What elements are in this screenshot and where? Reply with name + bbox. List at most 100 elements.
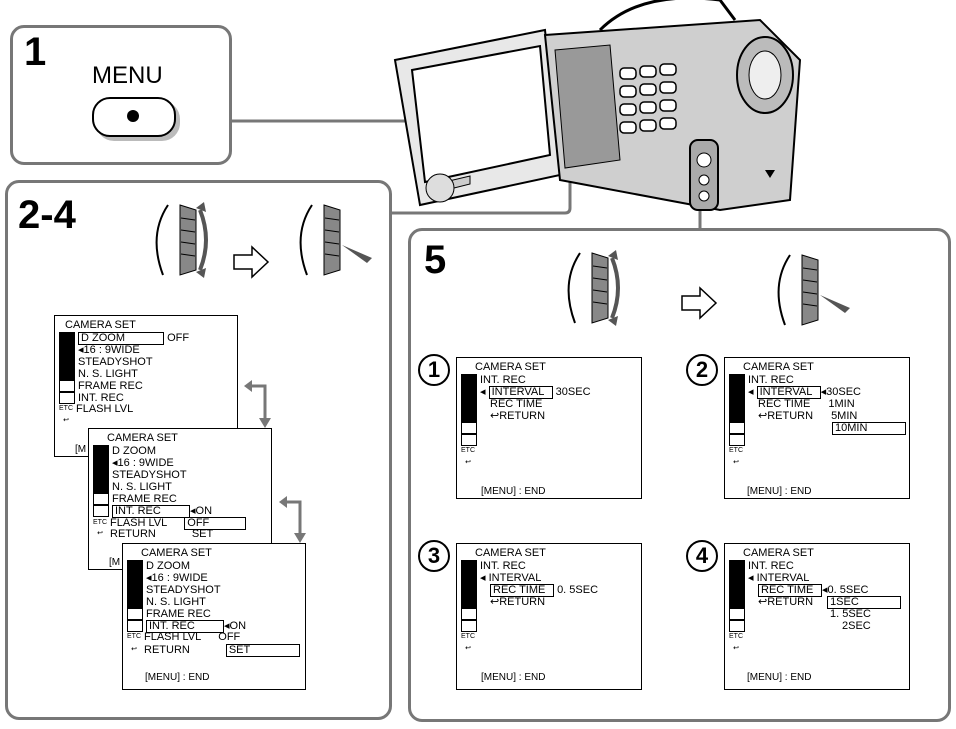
return-icon: ↩	[465, 459, 471, 467]
screen-title: CAMERA SET	[141, 547, 212, 559]
end-label: [M	[75, 444, 87, 455]
setup-icon	[729, 620, 745, 632]
lcd-icon	[93, 481, 109, 493]
return-icon: ↩	[465, 645, 471, 653]
menu-screen-sub3: CAMERA SET INT. REC ◂ INTERVAL REC TIME …	[456, 543, 642, 690]
next-arrow-icon	[681, 286, 718, 320]
option: ON	[195, 505, 213, 517]
setup-icon	[461, 434, 477, 446]
step1-panel	[10, 25, 232, 165]
tape-icon	[127, 608, 143, 620]
vcr-icon	[729, 584, 745, 597]
menu-head: INT. REC	[748, 559, 794, 572]
setup-icon	[93, 505, 109, 518]
menu-item: 16 : 9WIDE	[83, 343, 140, 356]
menu-value: OFF	[167, 332, 190, 344]
lcd-icon	[729, 410, 745, 422]
mem-icon	[93, 445, 109, 457]
mem-icon	[461, 560, 477, 572]
menu-item: N. S. LIGHT	[146, 595, 206, 608]
menu-item: FRAME REC	[146, 607, 211, 620]
menu-item: FLASH LVL	[144, 631, 202, 643]
menu-item: INTERVAL	[756, 386, 821, 399]
menu-button[interactable]	[92, 97, 176, 137]
camera-set-icon	[461, 572, 477, 584]
menu-item: 16 : 9WIDE	[117, 456, 174, 469]
menu-item: N. S. LIGHT	[78, 367, 138, 380]
substep-4-number: 4	[686, 540, 718, 572]
lcd-icon	[461, 596, 477, 608]
menu-item: RETURN	[499, 595, 546, 608]
arrow-icon: ◂	[480, 571, 486, 584]
screen-title: CAMERA SET	[743, 361, 814, 373]
camera-set-icon	[127, 572, 143, 584]
substep-1-number: 1	[418, 354, 450, 386]
screen-title: CAMERA SET	[743, 547, 814, 559]
camera-set-icon	[729, 386, 745, 399]
menu-item: RETURN	[110, 528, 156, 540]
option: SET	[225, 644, 300, 657]
return-icon: ↩	[131, 646, 137, 654]
menu-item: 16 : 9WIDE	[151, 571, 208, 584]
option: 0. 5SEC	[827, 584, 869, 596]
mem-icon	[729, 374, 745, 386]
menu-item: INTERVAL	[756, 571, 810, 584]
menu-head: INT. REC	[748, 373, 794, 386]
menu-value: 30SEC	[555, 386, 591, 398]
vcr-icon	[59, 356, 75, 368]
etc-icon: ETC	[59, 405, 73, 413]
camera-set-icon	[461, 386, 477, 399]
substep-2-number: 2	[686, 354, 718, 386]
option: 30SEC	[826, 386, 861, 398]
lcd-icon	[127, 596, 143, 608]
arrow-icon: ◂	[190, 505, 196, 517]
menu-item: REC TIME	[758, 584, 822, 597]
option: OFF	[184, 517, 247, 530]
vcr-icon	[127, 584, 143, 596]
step1-number: 1	[24, 30, 47, 74]
menu-item: INTERVAL	[488, 571, 542, 584]
menu-screen-c: CAMERA SET D ZOOM ◂16 : 9WIDE STEADYSHOT…	[122, 543, 306, 690]
menu-item: INT. REC	[78, 391, 124, 404]
next-arrow-icon	[233, 245, 270, 279]
vcr-icon	[461, 398, 477, 410]
menu-item: N. S. LIGHT	[112, 480, 172, 493]
menu-item: D ZOOM	[112, 444, 156, 457]
mem-icon	[59, 332, 75, 345]
mem-icon	[729, 560, 745, 572]
control-dial-turn-icon	[567, 250, 620, 326]
end-label: [MENU] : END	[747, 672, 812, 683]
option: 2SEC	[842, 619, 871, 632]
screen-title: CAMERA SET	[475, 547, 546, 559]
menu-item: STEADYSHOT	[112, 468, 187, 481]
menu-screen-sub4: CAMERA SET INT. REC ◂ INTERVAL REC TIME◂…	[724, 543, 910, 690]
tape-icon	[461, 608, 477, 620]
camera-set-icon	[729, 572, 745, 584]
menu-item: RETURN	[499, 409, 546, 422]
tape-icon	[729, 608, 745, 620]
mem-icon	[127, 560, 143, 572]
return-icon: ↩	[758, 409, 768, 422]
option: ON	[229, 620, 247, 632]
menu-screen-sub1: CAMERA SET INT. REC ◂ INTERVAL 30SEC REC…	[456, 357, 642, 499]
return-icon: ↩	[733, 645, 739, 653]
tape-icon	[729, 422, 745, 435]
arrow-icon: ◂	[146, 571, 152, 584]
vcr-icon	[729, 398, 745, 410]
option: 1SEC	[827, 596, 902, 609]
end-label: [M	[109, 557, 121, 568]
end-label: [MENU] : END	[481, 486, 546, 497]
arrow-icon: ◂	[480, 386, 486, 398]
camera-set-icon	[93, 457, 109, 469]
menu-item: REC TIME	[758, 397, 811, 410]
etc-icon: ETC	[729, 633, 743, 641]
end-label: [MENU] : END	[481, 672, 546, 683]
menu-button-label: MENU	[92, 62, 163, 89]
arrow-icon: ◂	[748, 386, 754, 398]
menu-item: FLASH LVL	[110, 517, 168, 529]
arrow-icon: ◂	[822, 584, 828, 596]
vcr-icon	[93, 469, 109, 481]
setup-icon	[729, 434, 745, 446]
arrow-icon: ◂	[820, 386, 827, 398]
